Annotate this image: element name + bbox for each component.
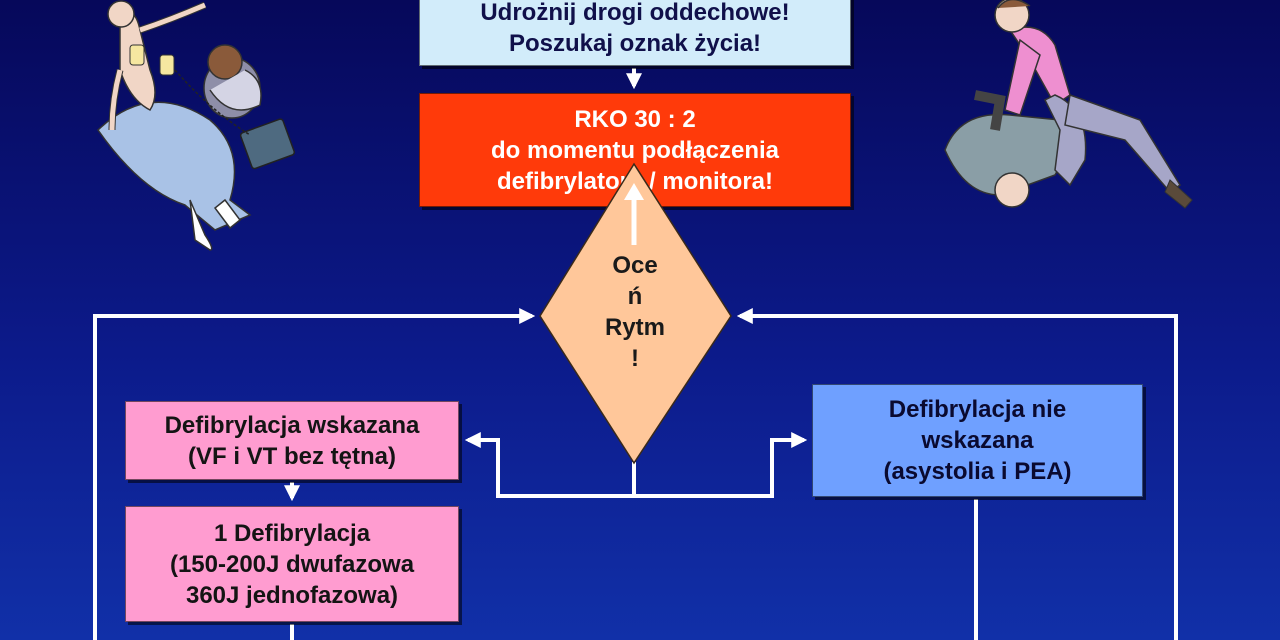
airway-line-2: Poszukaj oznak życia! <box>508 30 762 57</box>
shockable-box: Defibrylacja wskazana (VF i VT bez tętna… <box>125 401 459 480</box>
defibrillation-box: 1 Defibrylacja (150-200J dwufazowa 360J … <box>125 506 459 622</box>
branch-left-line <box>464 432 634 498</box>
airway-line-1: Udrożnij drogi oddechowe! <box>480 0 790 26</box>
assess-rhythm-label: Oce ń Rytm ! <box>575 250 695 374</box>
assess-line-4: ! <box>631 345 639 372</box>
assess-line-2: ń <box>627 283 643 310</box>
loop-right-line <box>736 308 1178 640</box>
shockable-line-2: (VF i VT bez tętna) <box>187 442 396 470</box>
non-shockable-box: Defibrylacja nie wskazana (asystolia i P… <box>812 384 1143 497</box>
defib-line-2: (150-200J dwufazowa <box>169 550 415 578</box>
branch-right-line <box>634 432 808 498</box>
defib-line-3: 360J jednofazowa) <box>185 581 399 609</box>
assess-rhythm-diamond <box>539 162 732 465</box>
aed-pads-illustration <box>97 0 296 251</box>
defib-line-1: 1 Defibrylacja <box>213 519 371 547</box>
loop-left-line <box>93 308 536 640</box>
cpr-line-1: RKO 30 : 2 <box>574 105 696 133</box>
noshock-line-3: (asystolia i PEA) <box>883 458 1072 485</box>
cpr-line-2: do momentu podłączenia <box>490 136 780 164</box>
noshock-line-1: Defibrylacja nie <box>888 396 1067 423</box>
assess-line-1: Oce <box>612 252 658 279</box>
chest-compression-illustration <box>944 0 1193 209</box>
assess-line-3: Rytm <box>604 314 665 341</box>
noshock-line-2: wskazana <box>921 427 1034 454</box>
shockable-line-1: Defibrylacja wskazana <box>164 411 420 439</box>
open-airway-box: Udrożnij drogi oddechowe! Poszukaj oznak… <box>419 0 851 66</box>
